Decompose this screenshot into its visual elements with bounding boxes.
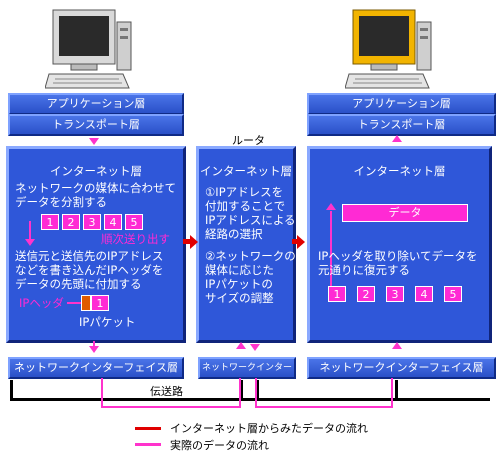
- ip-header-arrow-line: [67, 302, 81, 304]
- right-application-layer: アプリケーション層: [307, 93, 496, 115]
- legend-red-swatch: [135, 427, 161, 430]
- left-down-line-netif: [93, 341, 95, 347]
- restore-cell: 2: [357, 286, 375, 302]
- router-internet-layer-title: インターネット層: [200, 164, 292, 178]
- right-up-arrow-netif: [392, 342, 402, 349]
- ip-packet-label: IPパケット: [79, 315, 136, 329]
- left-application-layer: アプリケーション層: [8, 93, 184, 115]
- down-arrow-left: [89, 138, 99, 145]
- split-cell: 3: [83, 214, 101, 230]
- left-transport-layer: トランスポート層: [8, 114, 184, 136]
- split-down-line: [29, 221, 31, 239]
- magenta-flow-router-rise-1: [239, 378, 241, 408]
- computer-icon-right: [345, 9, 432, 89]
- split-down-arrow: [25, 239, 35, 246]
- magenta-flow-right-rise: [391, 378, 393, 408]
- order-label: 順次送り出す: [101, 232, 170, 246]
- red-flow-arrowhead-2: [297, 235, 305, 249]
- red-flow-arrow-1: [183, 239, 191, 244]
- red-flow-arrow-2: [292, 239, 298, 244]
- restore-text: IPヘッダを取り除いてデータを 元通りに復元する: [318, 249, 478, 277]
- router-drop-line-left: [240, 380, 243, 400]
- split-cell: 2: [62, 214, 80, 230]
- restore-cell: 3: [386, 286, 404, 302]
- transmission-label: 伝送路: [150, 385, 183, 398]
- header-text: 送信元と送信先のIPアドレス などを書き込んだIPヘッダを データの先頭に付加す…: [15, 249, 164, 291]
- magenta-flow-right-horizontal: [255, 406, 393, 408]
- router-up-arrow-netif: [236, 342, 246, 349]
- legend-magenta-label: 実際のデータの流れ: [170, 439, 269, 452]
- left-drop-line: [10, 380, 13, 400]
- left-down-arrow-netif: [89, 346, 99, 353]
- split-text: ネットワークの媒体に合わせて データを分割する: [15, 181, 176, 209]
- magenta-flow-router-rise-2: [255, 378, 257, 408]
- data-block: データ: [342, 204, 468, 222]
- right-internet-layer-title: インターネット層: [353, 164, 446, 178]
- split-cell: 4: [104, 214, 122, 230]
- router-internet-layer-panel: インターネット層 ①IPアドレスを 付加することで IPアドレスによる 経路の選…: [196, 146, 296, 343]
- right-drop-line: [395, 380, 398, 400]
- restore-cell: 1: [328, 286, 346, 302]
- computer-icon-left: [45, 9, 132, 89]
- red-flow-arrowhead-1: [190, 235, 198, 249]
- router-step1: ①IPアドレスを 付加することで IPアドレスによる 経路の選択: [205, 185, 296, 241]
- split-cell: 5: [125, 214, 143, 230]
- transmission-line: [10, 398, 490, 401]
- ip-header-label: IPヘッダ: [19, 296, 64, 310]
- data-up-arrow: [326, 203, 336, 210]
- right-transport-layer: トランスポート層: [307, 114, 496, 136]
- magenta-flow-left-drop: [101, 378, 103, 408]
- packet-cell: 1: [91, 295, 109, 311]
- restore-cell: 5: [444, 286, 462, 302]
- ip-header-block: [81, 295, 91, 311]
- router-down-arrow-netif: [250, 344, 260, 351]
- right-internet-layer-panel: インターネット層 データ IPヘッダを取り除いてデータを 元通りに復元する 1 …: [307, 146, 492, 343]
- right-netif-layer: ネットワークインターフェイス層: [307, 357, 496, 379]
- left-internet-layer-title: インターネット層: [50, 164, 142, 178]
- left-internet-layer-panel: インターネット層 ネットワークの媒体に合わせて データを分割する 1 2 3 4…: [6, 146, 186, 343]
- up-arrow-right: [392, 135, 402, 142]
- magenta-flow-left-horizontal: [101, 406, 241, 408]
- legend-magenta-swatch: [135, 443, 161, 446]
- split-cell: 1: [41, 214, 59, 230]
- left-netif-layer: ネットワークインターフェイス層: [8, 357, 184, 379]
- router-drop-line-right: [256, 380, 259, 400]
- data-up-line: [330, 211, 332, 289]
- router-step2: ②ネットワークの 媒体に応じた IPパケットの サイズの調整: [205, 249, 296, 305]
- router-label: ルータ: [232, 134, 265, 147]
- router-netif-layer: ネットワークインターフェイス層: [198, 357, 296, 391]
- legend-red-label: インターネット層からみたデータの流れ: [170, 422, 368, 435]
- restore-cell: 4: [415, 286, 433, 302]
